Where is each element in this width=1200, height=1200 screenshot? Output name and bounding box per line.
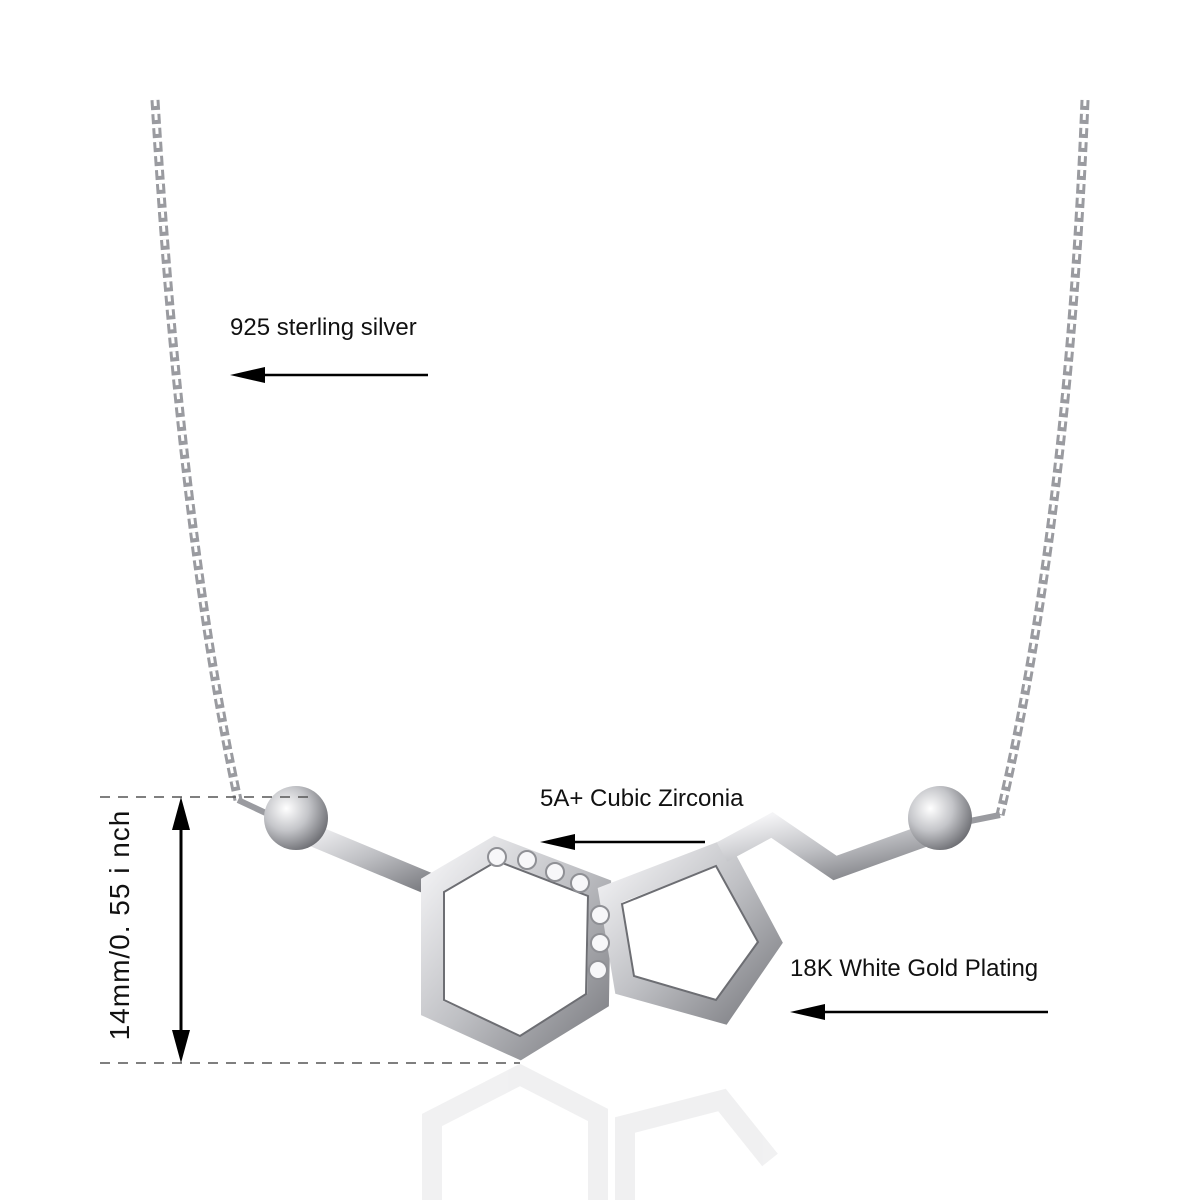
- arrow-chain: [230, 367, 428, 383]
- molecule-pendant: [295, 812, 939, 1061]
- cubic-zirconia-stones: [487, 847, 610, 980]
- stone-label: 5A+ Cubic Zirconia: [540, 785, 744, 812]
- arrow-stone: [540, 834, 705, 850]
- right-chain: [995, 99, 1090, 817]
- dimension-label: 14mm/0. 55 i nch: [104, 809, 135, 1041]
- dimension-marker: [100, 796, 520, 1064]
- chain-material-label: 925 sterling silver: [230, 314, 417, 341]
- plating-label: 18K White Gold Plating: [790, 955, 1039, 982]
- left-chain: [150, 99, 243, 801]
- right-bead: [908, 786, 972, 850]
- arrow-plating: [790, 1004, 1048, 1020]
- left-bead: [264, 786, 328, 850]
